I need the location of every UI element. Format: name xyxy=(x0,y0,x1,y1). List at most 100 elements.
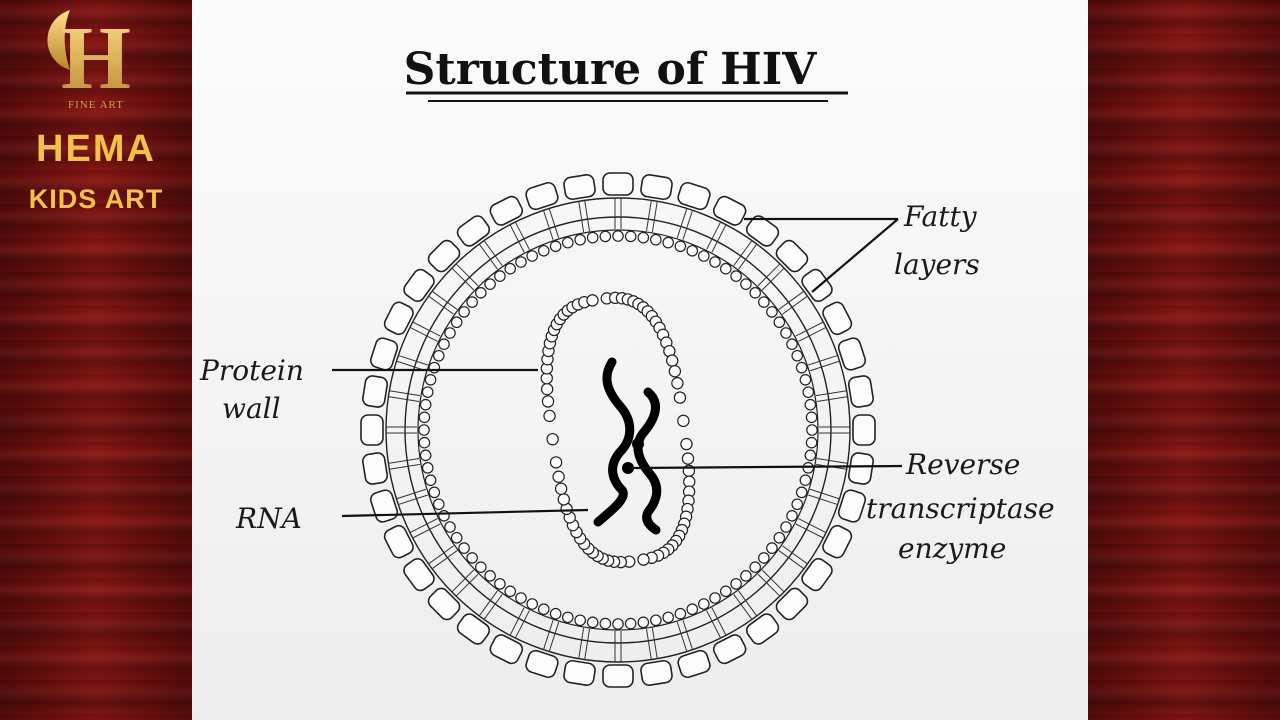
lipid-tail xyxy=(733,594,753,620)
label-transcriptase: transcriptase xyxy=(866,492,1055,525)
lipid-head xyxy=(822,301,853,336)
lipid-tail xyxy=(645,628,652,660)
matrix-bead xyxy=(802,386,815,398)
lipid-tail xyxy=(514,610,530,639)
matrix-bead xyxy=(791,349,804,362)
lipid-head xyxy=(525,181,559,211)
lipid-tail xyxy=(451,569,475,593)
capsid-bead xyxy=(557,493,570,506)
matrix-bead xyxy=(549,607,562,620)
lipid-tail xyxy=(396,488,427,500)
lipid-tail xyxy=(578,201,585,233)
monogram-logo-icon: H xyxy=(47,9,131,108)
lipid-tail xyxy=(548,621,560,652)
capsid-bead xyxy=(671,377,684,390)
matrix-bead xyxy=(662,611,675,624)
matrix-bead xyxy=(650,614,662,627)
lipid-head xyxy=(362,452,389,485)
matrix-beads xyxy=(418,230,818,630)
lipid-tail xyxy=(409,326,438,342)
lipid-head xyxy=(775,587,809,621)
matrix-bead xyxy=(806,424,818,436)
label-reverse: Reverse xyxy=(905,448,1020,481)
matrix-bead xyxy=(686,603,699,616)
lipid-head xyxy=(489,634,524,665)
enzyme-pointer xyxy=(629,464,903,470)
lipid-tail xyxy=(509,607,525,636)
brand-monogram: H xyxy=(61,9,131,108)
matrix-bead xyxy=(749,561,761,573)
matrix-bead xyxy=(466,296,478,308)
lipid-tail xyxy=(795,523,824,539)
lipid-ring-3 xyxy=(417,229,819,631)
matrix-bead xyxy=(766,542,778,554)
lipid-tail xyxy=(711,607,727,636)
matrix-bead xyxy=(799,373,812,386)
matrix-bead xyxy=(786,510,798,522)
lipid-head xyxy=(525,649,559,679)
matrix-bead xyxy=(574,614,586,627)
lipid-head xyxy=(602,664,634,688)
capsid-bead xyxy=(543,409,556,423)
wood-background-left xyxy=(0,0,192,720)
lipid-tail xyxy=(738,243,758,270)
brand-fine-art: FINE ART xyxy=(68,99,124,111)
matrix-bead xyxy=(698,250,710,262)
lipid-head xyxy=(801,557,833,592)
matrix-bead xyxy=(698,598,710,610)
lipid-head xyxy=(640,174,673,201)
matrix-bead xyxy=(709,592,721,604)
hiv-diagram: Structure of HIV Fatty layers xyxy=(199,44,1055,688)
lipid-tail xyxy=(548,208,560,239)
matrix-bead xyxy=(730,578,742,590)
matrix-bead xyxy=(526,250,538,262)
lipid-tail xyxy=(388,457,420,464)
lipid-heads xyxy=(360,172,876,688)
lipid-tail xyxy=(542,210,554,240)
lipid-head xyxy=(847,452,874,485)
matrix-bead xyxy=(709,256,721,268)
virus-particle xyxy=(360,172,876,688)
matrix-bead xyxy=(795,486,808,499)
matrix-bead xyxy=(432,498,445,511)
lipid-tail xyxy=(388,396,420,403)
label-wall: wall xyxy=(222,392,281,425)
matrix-bead xyxy=(612,618,624,630)
pointer-lines xyxy=(332,217,903,518)
lipid-head xyxy=(427,239,461,273)
lipid-head xyxy=(822,524,853,559)
lipid-head xyxy=(837,337,867,371)
matrix-bead xyxy=(780,327,792,339)
matrix-bead xyxy=(484,278,496,290)
capsid-bead xyxy=(637,553,650,566)
brand-logo: H FINE ART HEMA KIDS ART xyxy=(0,0,192,230)
matrix-bead xyxy=(791,498,804,511)
label-enzyme: enzyme xyxy=(898,532,1006,565)
matrix-bead xyxy=(537,603,550,616)
fatty-pointer-2 xyxy=(811,218,899,293)
capsid-bead xyxy=(586,294,599,307)
lipid-tail xyxy=(761,267,785,291)
label-protein: Protein xyxy=(199,354,304,387)
lipid-tail xyxy=(676,208,688,239)
lipid-tail xyxy=(578,627,585,659)
lipid-tail xyxy=(584,628,591,660)
lipid-tail xyxy=(706,610,722,639)
lipid-tail xyxy=(778,290,805,310)
lipid-tail xyxy=(431,550,458,570)
lipid-tail xyxy=(451,267,475,291)
wood-background-right xyxy=(1088,0,1280,720)
lipid-tail xyxy=(412,321,441,337)
matrix-bead xyxy=(780,521,792,533)
lipid-tail xyxy=(798,518,827,534)
matrix-bead xyxy=(730,270,742,282)
protein-wall-capsid xyxy=(540,291,696,569)
lipid-head xyxy=(456,215,491,247)
lipid-tail xyxy=(808,354,838,366)
matrix-bead xyxy=(450,316,463,329)
matrix-bead xyxy=(421,462,434,474)
capsid-bead xyxy=(666,354,679,367)
label-fatty: Fatty xyxy=(903,200,978,233)
lipid-head xyxy=(383,301,414,336)
lipid-head xyxy=(837,489,867,523)
